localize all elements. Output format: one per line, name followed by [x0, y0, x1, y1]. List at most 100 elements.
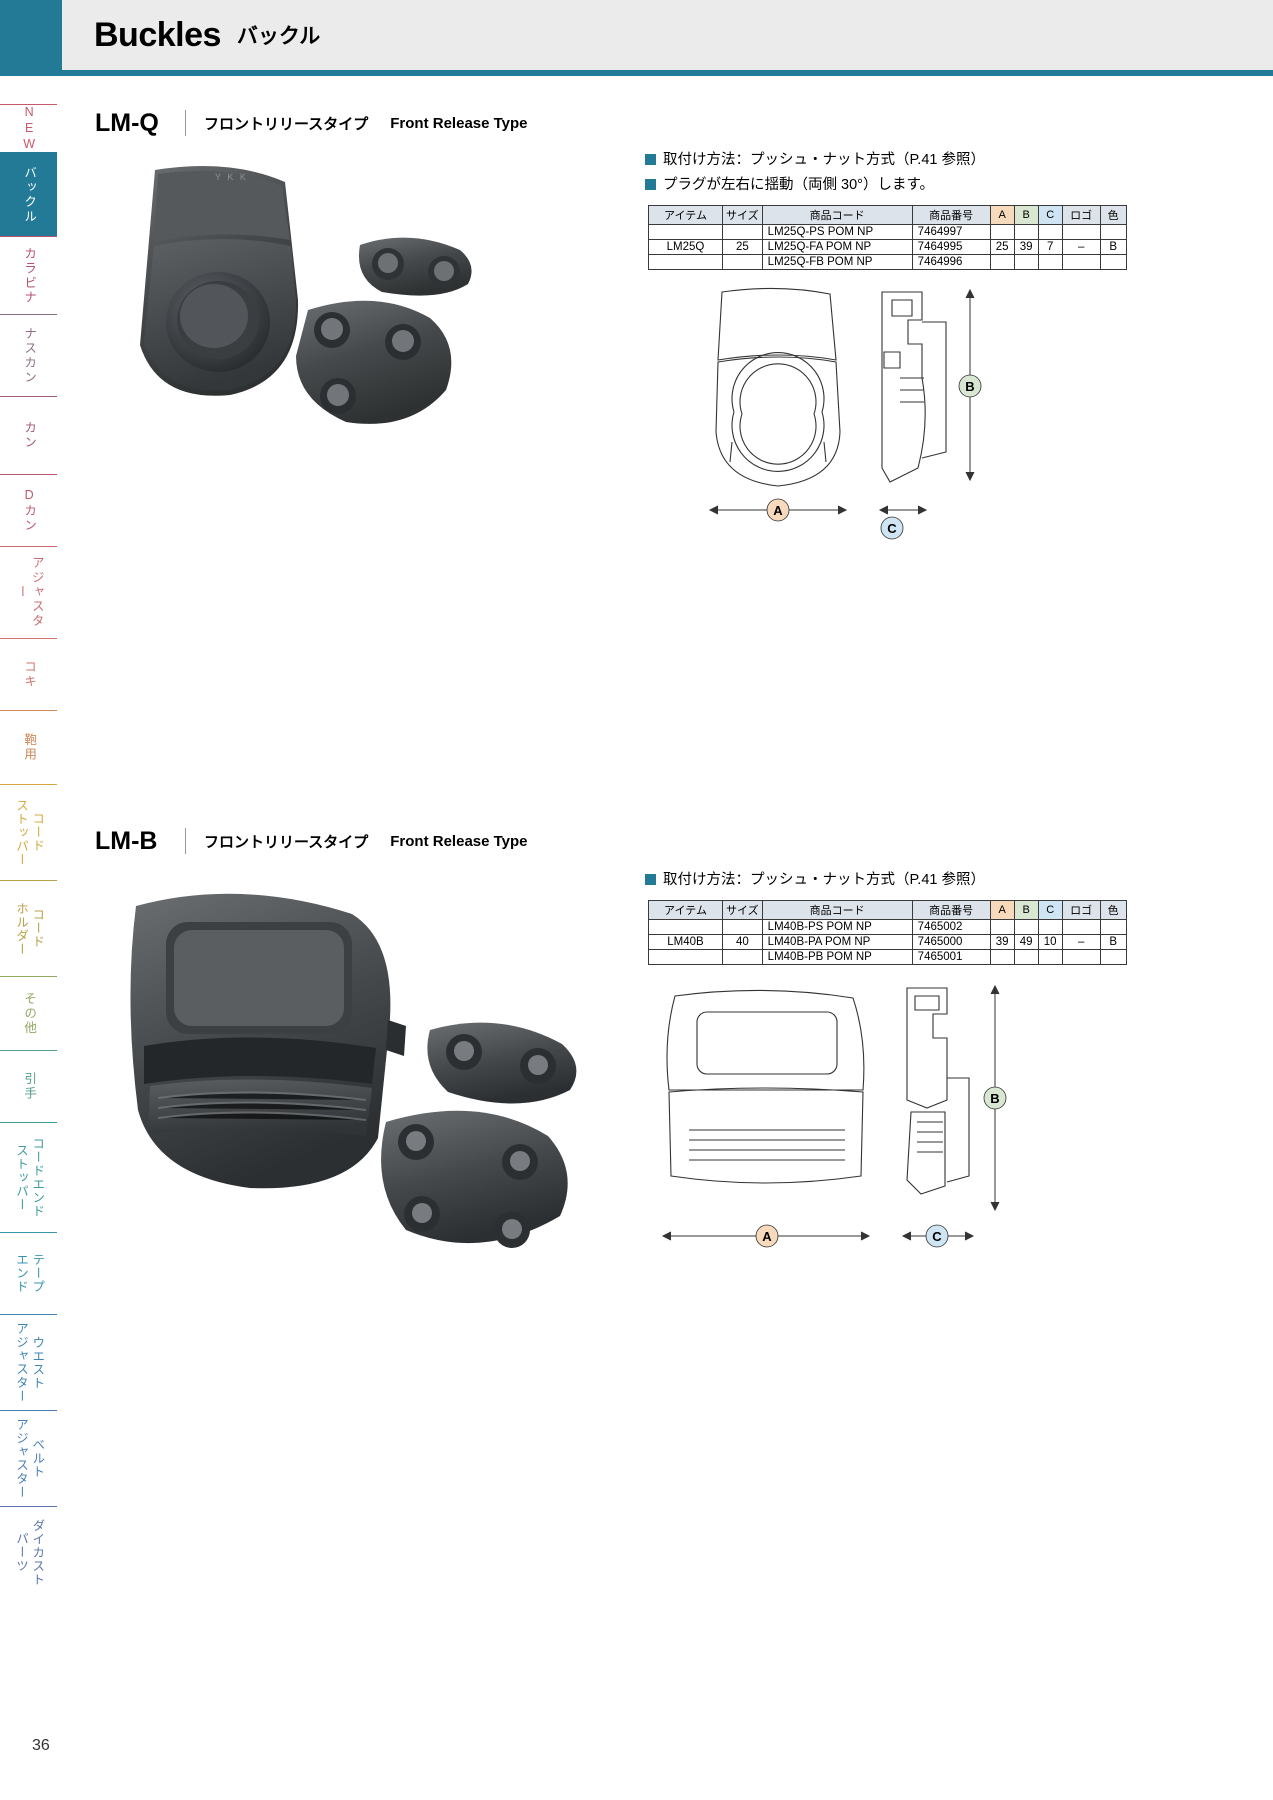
- technical-drawing-lmq: B A C: [708, 287, 982, 540]
- section-type-en-lmb: Front Release Type: [390, 832, 528, 850]
- table-cell: B: [1099, 239, 1127, 255]
- table-cell: LM40B-PS POM NP: [761, 919, 913, 935]
- table-header-cell: サイズ: [722, 205, 763, 225]
- sidebar-item-label: ウエスト: [30, 1335, 45, 1390]
- sidebar-item-3[interactable]: ナスカン: [0, 314, 57, 396]
- sidebar-item-6[interactable]: アジャスター: [0, 546, 57, 638]
- page-title: Buckles: [94, 15, 221, 54]
- table-cell: [1061, 919, 1101, 935]
- table-header-cell: B: [1013, 205, 1039, 225]
- table-cell: LM25Q: [648, 239, 723, 255]
- table-cell: [989, 949, 1015, 965]
- section-header-lmq: LM-Q フロントリリースタイプ Front Release Type: [95, 104, 1033, 142]
- table-cell: [1099, 919, 1127, 935]
- sidebar-item-label: ストッパー: [14, 798, 28, 867]
- table-cell: [989, 919, 1015, 935]
- sidebar-item-label: ベルト: [30, 1438, 45, 1479]
- sidebar-item-17[interactable]: ダイカストパーツ: [0, 1506, 57, 1598]
- sidebar-item-label: ホルダー: [14, 901, 28, 956]
- section-type-jp-lmq: フロントリリースタイプ: [204, 115, 369, 133]
- section-header-lmb: LM-B フロントリリースタイプ Front Release Type: [95, 822, 1033, 860]
- sidebar-item-label: テープ: [30, 1253, 45, 1294]
- section-code-lmb: LM-B: [95, 826, 158, 855]
- section-type-jp-lmb: フロントリリースタイプ: [204, 833, 369, 851]
- sidebar-item-11[interactable]: その他: [0, 976, 57, 1050]
- table-header-cell: 商品コード: [761, 900, 913, 920]
- table-header-cell: C: [1037, 900, 1063, 920]
- page-header: Buckles バックル: [62, 0, 1273, 70]
- section-type-en-lmq: Front Release Type: [390, 114, 528, 132]
- table-cell: [989, 254, 1015, 270]
- table-cell: [1099, 254, 1127, 270]
- table-header-cell: 色: [1099, 900, 1127, 920]
- table-cell: [1013, 224, 1039, 240]
- note-text: プラグが左右に揺動（両側 30°）します。: [663, 176, 935, 193]
- table-header-cell: 商品番号: [911, 900, 991, 920]
- sidebar-item-16[interactable]: ベルトアジャスター: [0, 1410, 57, 1506]
- table-header-cell: アイテム: [648, 205, 723, 225]
- table-header-cell: ロゴ: [1061, 205, 1101, 225]
- sidebar-item-15[interactable]: ウエストアジャスター: [0, 1314, 57, 1410]
- table-header-cell: B: [1013, 900, 1039, 920]
- sidebar-item-label: エンド: [14, 1253, 28, 1294]
- sidebar-item-label: 鞄用: [22, 733, 37, 762]
- sidebar-item-label: コード: [30, 812, 45, 853]
- table-header-cell: サイズ: [722, 900, 763, 920]
- table-cell: [1013, 254, 1039, 270]
- sidebar-item-5[interactable]: Dカン: [0, 474, 57, 546]
- sidebar-item-label: ストッパー: [14, 1143, 28, 1212]
- table-cell: 25: [989, 239, 1015, 255]
- table-cell: LM25Q-FA POM NP: [761, 239, 913, 255]
- sidebar-item-label: バックル: [22, 165, 37, 224]
- note-item: プラグが左右に揺動（両側 30°）します。: [645, 173, 1045, 198]
- table-header-cell: A: [989, 900, 1015, 920]
- note-text: 取付け方法：プッシュ・ナット方式（P.41 参照）: [663, 152, 985, 168]
- table-cell: 7465001: [911, 949, 991, 965]
- table-cell: 7: [1037, 239, 1063, 255]
- bullet-square-icon: [645, 154, 656, 165]
- table-header-cell: 商品番号: [911, 205, 991, 225]
- sidebar-item-label: コキ: [22, 660, 37, 689]
- section-divider: [185, 828, 186, 854]
- product-photo-lmb: [130, 893, 577, 1248]
- bullet-square-icon: [645, 874, 656, 885]
- sidebar-item-10[interactable]: コードホルダー: [0, 880, 57, 976]
- table-cell: 7465002: [911, 919, 991, 935]
- section-divider: [185, 110, 186, 136]
- table-cell: LM40B-PA POM NP: [761, 934, 913, 950]
- sidebar-item-8[interactable]: 鞄用: [0, 710, 57, 784]
- section-code-lmq: LM-Q: [95, 108, 159, 137]
- sidebar-item-0[interactable]: NEW: [0, 104, 57, 153]
- sidebar-item-14[interactable]: テープエンド: [0, 1232, 57, 1314]
- sidebar-item-2[interactable]: カラビナ: [0, 236, 57, 314]
- sidebar-item-7[interactable]: コキ: [0, 638, 57, 710]
- bullet-square-icon: [645, 178, 656, 190]
- sidebar-item-13[interactable]: コードエンドストッパー: [0, 1122, 57, 1232]
- table-cell: LM25Q-FB POM NP: [761, 254, 913, 270]
- sidebar-item-1[interactable]: バックル: [0, 152, 57, 236]
- table-cell: –: [1061, 239, 1101, 255]
- table-cell: 7464995: [911, 239, 991, 255]
- sidebar-item-12[interactable]: 引手: [0, 1050, 57, 1122]
- table-header-cell: 商品コード: [761, 205, 913, 225]
- dim-label-a: A: [773, 503, 783, 518]
- table-cell: B: [1099, 934, 1127, 950]
- dim-label-a: A: [762, 1229, 772, 1244]
- table-cell: [1037, 919, 1063, 935]
- table-cell: [989, 224, 1015, 240]
- sidebar-item-9[interactable]: コードストッパー: [0, 784, 57, 880]
- sidebar-item-label: Dカン: [22, 488, 37, 533]
- sidebar-item-label: 引手: [22, 1072, 37, 1101]
- table-header-cell: ロゴ: [1061, 900, 1101, 920]
- notes-lmb: 取付け方法：プッシュ・ナット方式（P.41 参照）: [645, 868, 1045, 893]
- sidebar-item-4[interactable]: カン: [0, 396, 57, 474]
- sidebar-item-label: アジャスター: [14, 1418, 28, 1499]
- table-header-cell: C: [1037, 205, 1063, 225]
- table-cell: [722, 254, 763, 270]
